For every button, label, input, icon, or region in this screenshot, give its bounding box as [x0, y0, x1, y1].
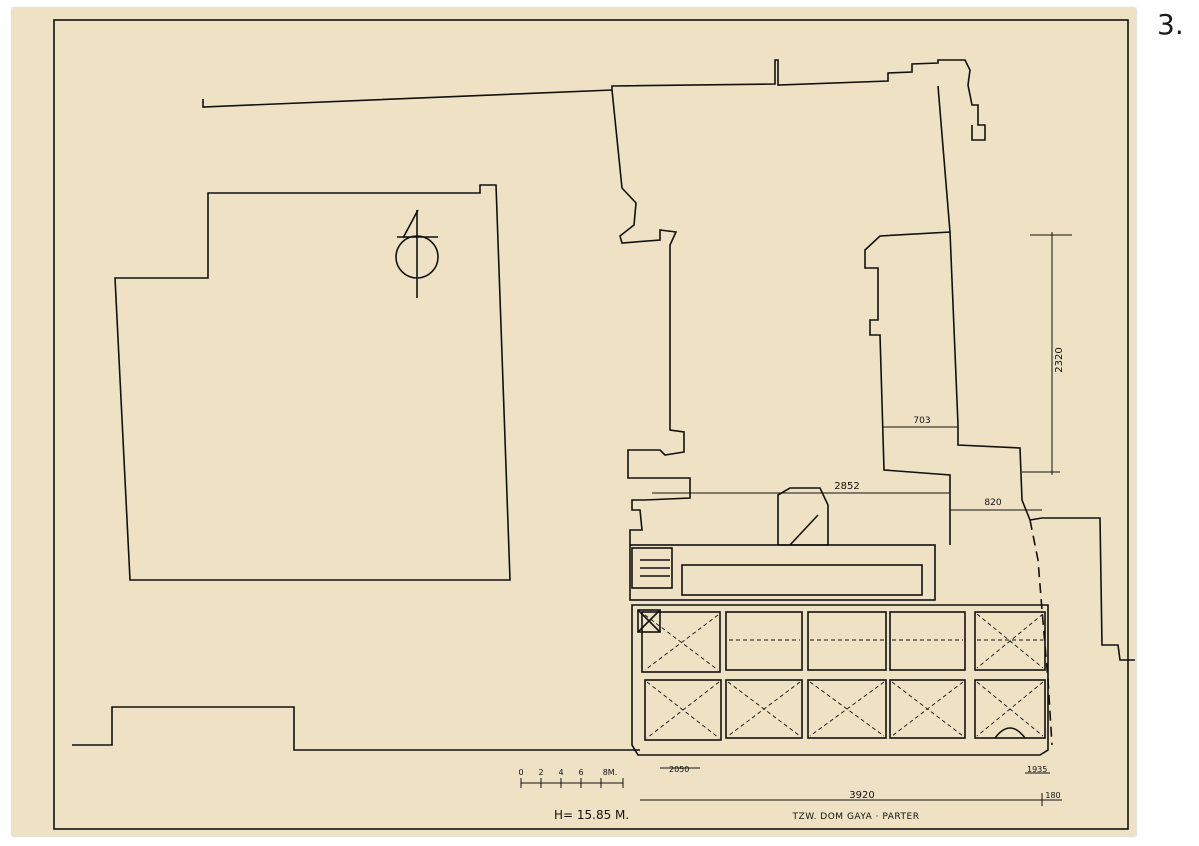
central-parcel-outline — [611, 89, 691, 545]
dim-1935: 1935 — [1027, 765, 1047, 774]
height-label: H= 15.85 M. — [554, 808, 629, 822]
scale-tick-8m: 8M. — [603, 768, 618, 777]
east-step-line — [949, 231, 1135, 661]
scale-tick-4: 4 — [558, 768, 563, 777]
north-arrow-icon — [395, 209, 439, 298]
dim-3920: 3920 — [849, 790, 874, 801]
central-parcel-east — [864, 85, 951, 545]
dimension-lines — [640, 232, 1072, 806]
scale-bar — [520, 778, 624, 788]
dim-2050: 2050 — [669, 765, 689, 774]
page-number: 3. — [1157, 8, 1184, 41]
vault-diagonals — [644, 613, 1044, 739]
paper-background — [12, 8, 1136, 836]
boundary-bottom — [72, 706, 640, 751]
scale-tick-0: 0 — [518, 768, 523, 777]
scale-tick-6: 6 — [578, 768, 583, 777]
dashed-extension — [1029, 519, 1053, 746]
dim-180: 180 — [1045, 791, 1060, 800]
left-building-outline — [114, 184, 511, 581]
dim-2320: 2320 — [1054, 347, 1065, 372]
dim-703: 703 — [913, 416, 930, 426]
dim-820: 820 — [984, 498, 1001, 508]
drawing-title: TZW. DOM GAYA · PARTER — [792, 812, 920, 822]
frame-border — [53, 19, 1129, 830]
scale-tick-2: 2 — [538, 768, 543, 777]
boundary-top — [202, 59, 986, 141]
dim-2852: 2852 — [834, 481, 859, 492]
main-building — [629, 487, 1049, 756]
